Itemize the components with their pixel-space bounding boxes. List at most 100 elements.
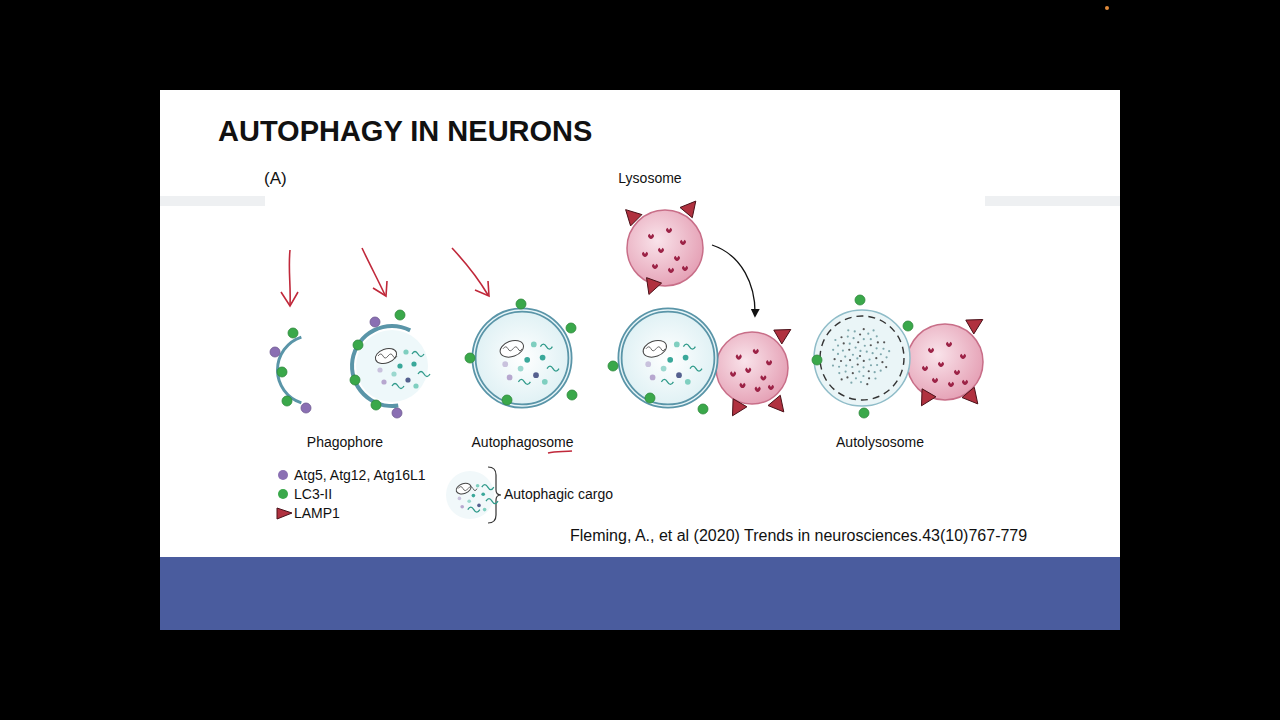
degraded-cargo	[866, 383, 868, 385]
degraded-cargo	[868, 358, 870, 360]
degraded-cargo	[882, 348, 884, 350]
degraded-cargo	[880, 353, 882, 355]
footer-band	[160, 557, 1120, 630]
degraded-cargo	[844, 370, 846, 372]
hydrolase	[938, 362, 944, 367]
cristae	[646, 347, 665, 351]
figure-label: (A)	[264, 169, 287, 189]
cargo-particle	[650, 375, 656, 381]
degraded-cargo	[874, 377, 876, 379]
annotation-arrowhead	[475, 281, 489, 296]
hydrolase	[948, 382, 954, 387]
lamp1-marker	[774, 330, 791, 344]
cursor-dot	[1105, 6, 1109, 10]
degraded-cargo	[856, 357, 858, 359]
degraded-cargo	[888, 350, 890, 352]
degraded-cargo	[875, 347, 877, 349]
protein-dot	[903, 321, 913, 331]
hydrolase	[668, 268, 674, 273]
annotation-arrow	[288, 250, 291, 305]
degraded-cargo	[848, 349, 850, 351]
membrane-gap	[474, 310, 570, 406]
hydrolase	[652, 264, 658, 269]
lamp1-marker	[680, 201, 696, 218]
lysosome-body	[627, 210, 703, 286]
cargo-strand	[392, 384, 404, 389]
cargo-strand	[690, 366, 702, 371]
autophagosome-membrane	[620, 310, 716, 406]
degraded-cargo	[863, 338, 865, 340]
hydrolase	[740, 383, 746, 388]
lamp1-marker	[647, 278, 662, 295]
stage-node: Autophagosome	[455, 300, 590, 450]
hydrolase	[666, 228, 672, 233]
cargo-particle	[667, 357, 673, 363]
degraded-cargo	[851, 366, 853, 368]
cargo-particle	[518, 366, 524, 372]
degrading-membrane	[820, 316, 904, 400]
cargo-strand	[486, 499, 498, 504]
degraded-cargo	[837, 353, 839, 355]
protein-dot	[567, 390, 577, 400]
degraded-cargo	[860, 381, 862, 383]
degraded-cargo	[870, 344, 872, 346]
cristae	[503, 347, 522, 351]
hydrolase	[648, 234, 654, 239]
degraded-cargo	[885, 356, 887, 358]
cargo-particle	[476, 484, 480, 488]
cargo-particle	[531, 342, 537, 348]
legend-text: LAMP1	[294, 505, 340, 521]
cargo-strand	[412, 352, 424, 357]
degraded-cargo	[832, 364, 834, 366]
degraded-cargo	[846, 376, 848, 378]
hydrolase	[680, 240, 686, 245]
cargo-particle	[403, 349, 408, 354]
protein-dot	[371, 400, 381, 410]
degraded-cargo	[844, 356, 846, 358]
degraded-cargo	[875, 357, 877, 359]
cargo-particle	[542, 379, 548, 385]
phagophore-membrane	[350, 324, 411, 408]
legend-row: Atg5, Atg12, Atg16L1	[276, 467, 426, 483]
protein-dot	[277, 367, 287, 377]
degraded-cargo	[838, 366, 840, 368]
degraded-cargo	[849, 343, 851, 345]
autolysosome-body	[814, 310, 910, 406]
degraded-cargo	[857, 341, 859, 343]
autophagic-cargo	[641, 337, 702, 384]
phagophore-lumen	[356, 330, 428, 402]
degraded-cargo	[857, 363, 859, 365]
cargo-particle	[467, 499, 471, 503]
autophagic-cargo	[373, 346, 430, 389]
degraded-cargo	[881, 361, 883, 363]
lamp1-marker	[966, 320, 983, 334]
legend-row: LAMP1	[276, 505, 340, 521]
degraded-cargo	[880, 370, 882, 372]
hydrolase	[761, 375, 767, 380]
degraded-cargo	[859, 355, 861, 357]
cargo-particle	[685, 379, 691, 385]
cargo-particle	[481, 492, 485, 496]
hydrolase	[928, 348, 934, 353]
degraded-cargo	[868, 370, 870, 372]
protein-dot	[645, 393, 655, 403]
cargo-particle	[676, 372, 682, 378]
stage-node: Phagophore	[265, 300, 425, 450]
degraded-cargo	[843, 342, 845, 344]
protein-dot	[288, 328, 298, 338]
degraded-cargo	[840, 336, 842, 338]
cargo-particle	[502, 361, 508, 367]
protein-dot	[270, 347, 280, 357]
degraded-cargo	[877, 341, 879, 343]
protein-dot	[353, 340, 363, 350]
mitochondrion	[455, 481, 473, 495]
lamp1-marker	[922, 389, 936, 406]
degraded-cargo	[876, 364, 878, 366]
legend-swatch	[278, 489, 288, 499]
stage-node: Autolysosome	[800, 290, 960, 450]
fusion-arrow	[712, 245, 755, 316]
legend-swatch-box	[276, 505, 294, 521]
degraded-cargo	[849, 359, 851, 361]
hydrolase	[962, 380, 968, 385]
